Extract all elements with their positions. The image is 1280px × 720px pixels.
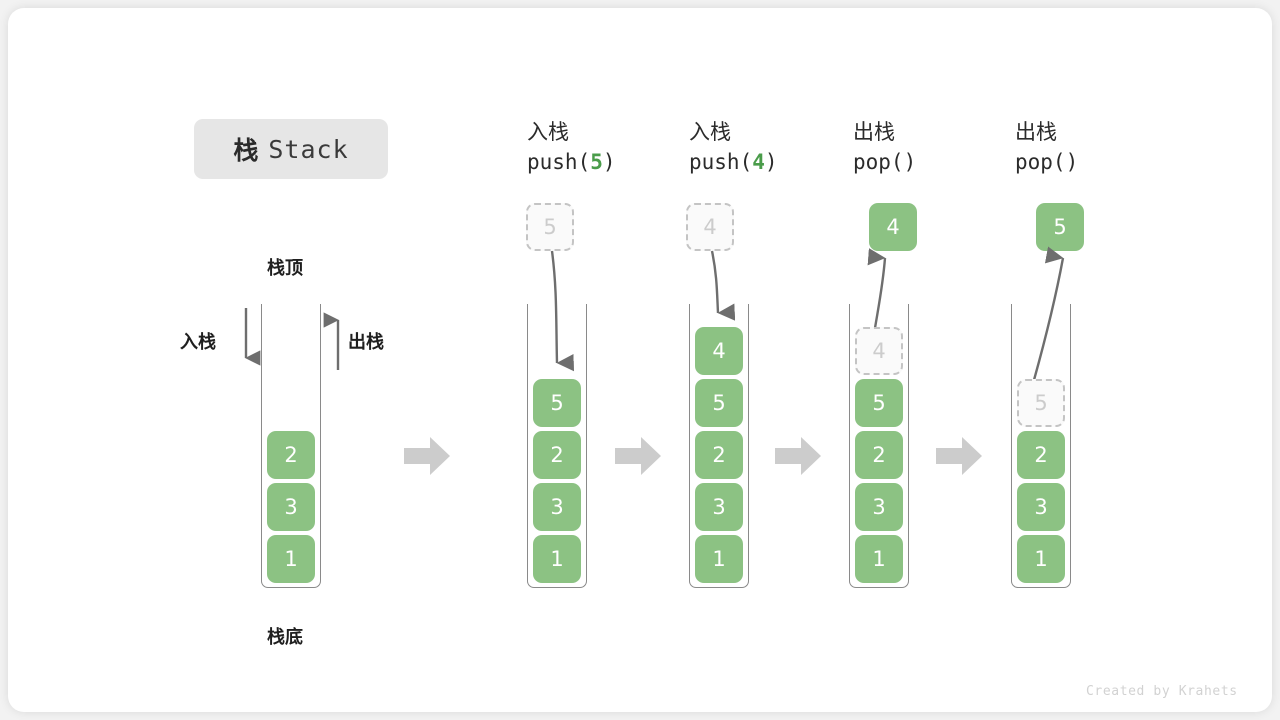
- operation-code-push5: push(5): [527, 150, 616, 174]
- stack-top-label: 栈顶: [267, 258, 303, 279]
- operation-title-push5: 入栈: [527, 120, 569, 144]
- stack-cell: 2: [267, 431, 315, 479]
- figure-title-badge: 栈 Stack: [194, 119, 388, 179]
- stack-cell: 1: [533, 535, 581, 583]
- stack-cell: 1: [267, 535, 315, 583]
- figure-title-cjk: 栈: [233, 136, 259, 165]
- push-legend-label: 入栈: [180, 332, 216, 353]
- stack-cell: 2: [695, 431, 743, 479]
- op-code-prefix: push(: [527, 150, 591, 174]
- op-code-prefix: push(: [689, 150, 753, 174]
- stack-bottom-label: 栈底: [267, 627, 303, 648]
- stack-cell: 3: [695, 483, 743, 531]
- pop-motion-arrow-icon: [1032, 246, 1065, 381]
- stack-cell: 5: [533, 379, 581, 427]
- popped-element-cell: 5: [1036, 203, 1084, 251]
- op-code-suffix: ): [1065, 150, 1079, 174]
- operation-code-pop1: pop(): [853, 150, 916, 174]
- op-code-suffix: ): [764, 150, 778, 174]
- op-code-suffix: ): [602, 150, 616, 174]
- pop-direction-arrow-icon: [323, 312, 340, 370]
- operation-title-pop1: 出栈: [853, 120, 895, 144]
- op-code-prefix: pop(: [1015, 150, 1066, 174]
- stack-cell: 1: [695, 535, 743, 583]
- step-arrow-icon: [936, 437, 982, 475]
- operation-code-pop2: pop(): [1015, 150, 1078, 174]
- popped-ghost-cell: 4: [855, 327, 903, 375]
- operation-code-push4: push(4): [689, 150, 778, 174]
- floating-ghost-cell: 4: [686, 203, 734, 251]
- stack-container-pop2: [1011, 304, 1071, 588]
- stack-container-initial: [261, 304, 321, 588]
- stack-cell: 5: [855, 379, 903, 427]
- stack-cell: 2: [855, 431, 903, 479]
- stack-cell: 5: [695, 379, 743, 427]
- popped-ghost-cell: 5: [1017, 379, 1065, 427]
- op-code-number: 5: [590, 150, 603, 174]
- popped-element-cell: 4: [869, 203, 917, 251]
- stack-cell: 3: [267, 483, 315, 531]
- stack-cell: 3: [533, 483, 581, 531]
- op-code-suffix: ): [903, 150, 917, 174]
- push-motion-arrow-icon: [550, 250, 575, 372]
- step-arrow-icon: [615, 437, 661, 475]
- op-code-prefix: pop(: [853, 150, 904, 174]
- stack-cell: 2: [1017, 431, 1065, 479]
- watermark-credit: Created by Krahets: [1086, 684, 1238, 699]
- pop-legend-label: 出栈: [348, 332, 384, 353]
- stack-container-pop1: [849, 304, 909, 588]
- floating-ghost-cell: 5: [526, 203, 574, 251]
- figure-card: 栈 Stack 栈顶 入栈 出栈 2 3 1: [8, 8, 1272, 712]
- stack-cell: 3: [855, 483, 903, 531]
- stack-cell: 1: [855, 535, 903, 583]
- push-motion-arrow-icon: [710, 250, 736, 321]
- operation-title-push4: 入栈: [689, 120, 731, 144]
- stack-cell: 4: [695, 327, 743, 375]
- stack-cell: 3: [1017, 483, 1065, 531]
- step-arrow-icon: [775, 437, 821, 475]
- stack-cell: 2: [533, 431, 581, 479]
- op-code-number: 4: [752, 150, 765, 174]
- stack-container-push5: [527, 304, 587, 588]
- stack-cell: 1: [1017, 535, 1065, 583]
- stack-container-push4: [689, 304, 749, 588]
- push-direction-arrow-icon: [244, 308, 261, 366]
- step-arrow-icon: [404, 437, 450, 475]
- figure-title-en: Stack: [268, 134, 349, 164]
- pop-motion-arrow-icon: [867, 248, 887, 329]
- operation-title-pop2: 出栈: [1015, 120, 1057, 144]
